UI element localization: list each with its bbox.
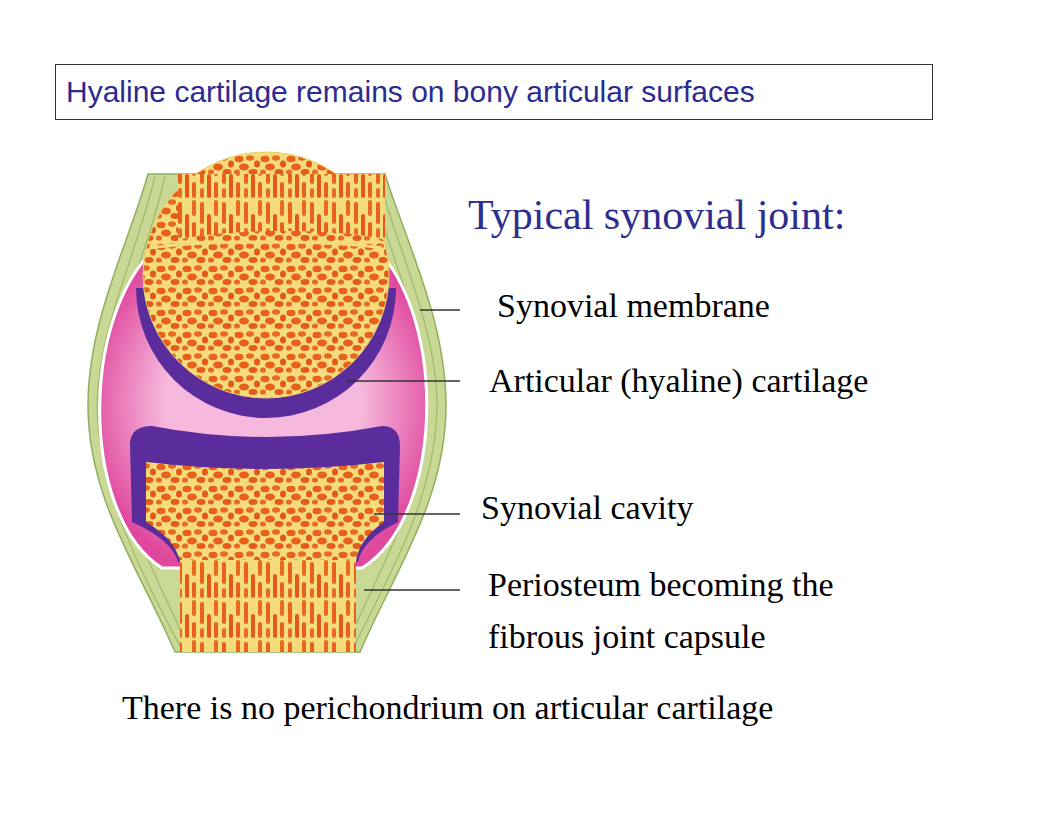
slide-title: Typical synovial joint:: [468, 190, 845, 240]
upper-bone-shaft-top: [178, 174, 385, 240]
part-label: Synovial cavity: [481, 487, 1001, 528]
upper-bone-head: [143, 152, 389, 398]
heading-text: Hyaline cartilage remains on bony articu…: [66, 75, 755, 109]
lower-bone-shaft: [180, 560, 356, 652]
part-label: Articular (hyaline) cartilage: [489, 360, 1029, 401]
part-label: Periosteum becoming the fibrous joint ca…: [488, 559, 933, 663]
epiphyseal-line: [150, 242, 382, 248]
lower-bone: [146, 462, 384, 652]
part-label: Synovial membrane: [497, 285, 1017, 326]
heading-box: Hyaline cartilage remains on bony articu…: [55, 64, 933, 120]
leader-lines: [346, 310, 460, 590]
slide-caption: There is no perichondrium on articular c…: [122, 687, 773, 728]
